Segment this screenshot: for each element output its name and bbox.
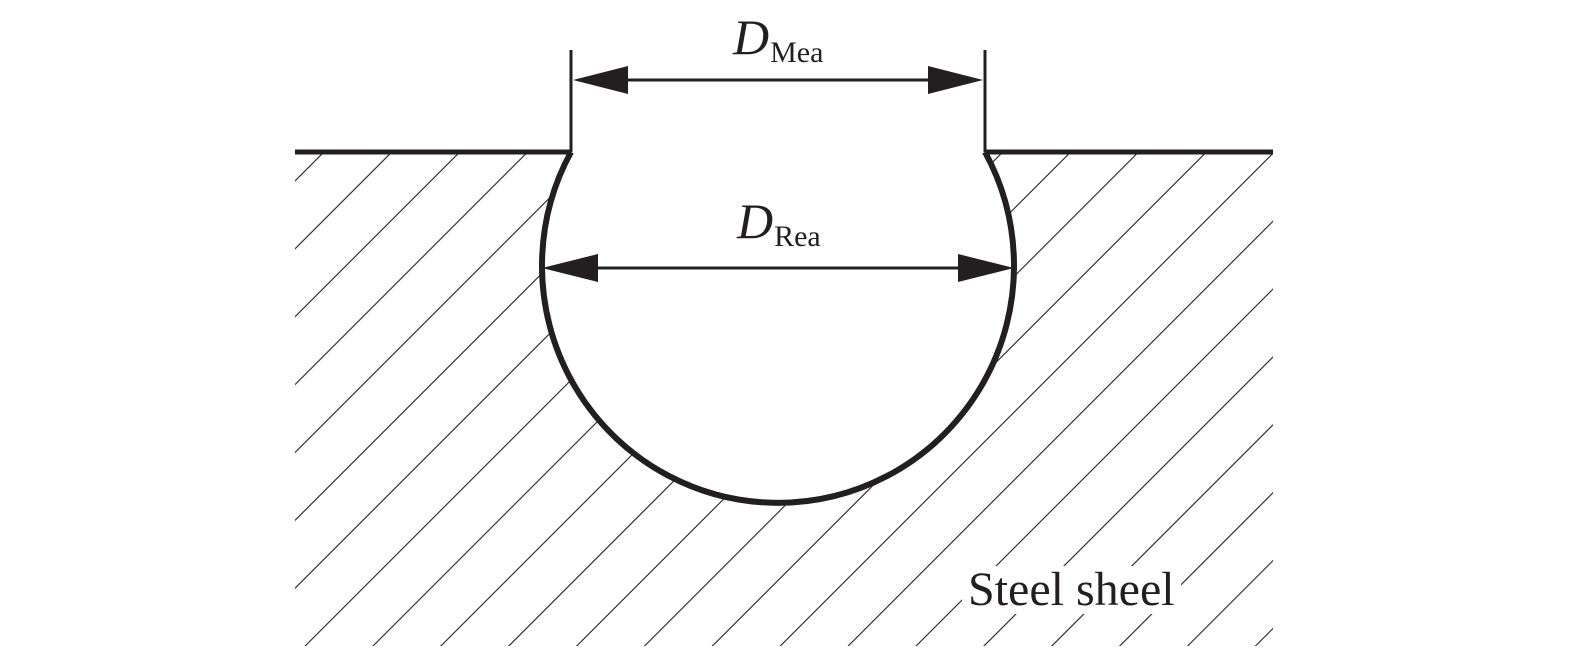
material-label: Steel sheel — [962, 566, 1181, 614]
inner-diameter-dimension — [542, 254, 1014, 282]
arrowhead-right — [958, 254, 1014, 282]
inner-diameter-subscript: Rea — [774, 220, 821, 253]
arrowhead-right — [928, 66, 983, 94]
inner-diameter-symbol: D — [737, 193, 774, 249]
arrowhead-left — [542, 254, 598, 282]
inner-diameter-label: DRea — [737, 193, 821, 252]
mouth-diameter-symbol: D — [733, 9, 770, 65]
mouth-diameter-label: DMea — [733, 9, 823, 68]
mouth-diameter-dimension — [573, 66, 983, 94]
arrowhead-left — [573, 66, 628, 94]
mouth-diameter-subscript: Mea — [770, 36, 824, 69]
pit-outline — [539, 150, 1017, 506]
